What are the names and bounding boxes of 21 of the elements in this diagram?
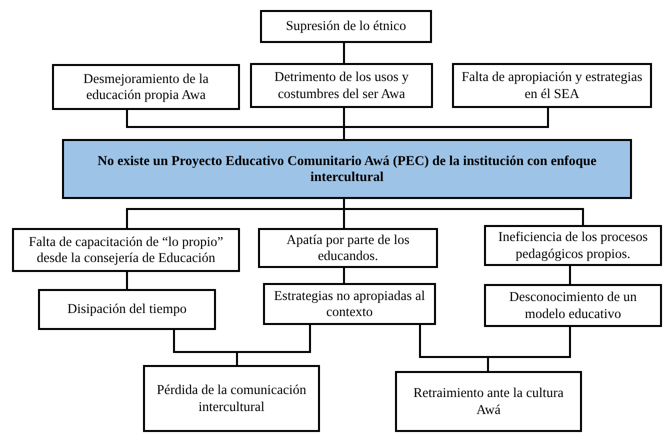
problem-box: Falta de apropiación y estrategias en él SEA <box>452 63 652 108</box>
connector-line <box>343 199 584 225</box>
problem-box: Desmejoramiento de la educación propia Awa <box>52 64 240 110</box>
connector-line <box>569 266 571 284</box>
connector-line <box>343 108 549 139</box>
connector-line <box>236 325 311 365</box>
problem-box: Detrimento de los usos y costumbres del ser Awa <box>250 63 433 108</box>
problem-box: Ineficiencia de los procesos pedagógicos propios. <box>484 225 662 266</box>
problem-box: Estrategias no apropiadas al contexto <box>263 283 436 325</box>
connector-line <box>126 272 128 289</box>
problem-box: Disipación del tiempo <box>38 289 216 330</box>
problem-box: Retraimiento ante la cultura Awá <box>395 371 582 432</box>
problem-box: Pérdida de la comunicación intercultural <box>143 365 320 432</box>
problem-box: Apatía por parte de los educandos. <box>258 228 438 268</box>
connector-line <box>343 268 345 283</box>
problem-box: Desconocimiento de un modelo educativo <box>484 284 662 327</box>
problem-box: Falta de capacitación de “lo propio” desde la consejería de Educación <box>12 228 240 272</box>
connector-line <box>343 43 345 63</box>
connector-line <box>487 327 571 371</box>
problem-box: Supresión de lo étnico <box>260 10 432 43</box>
central-problem-box: No existe un Proyecto Educativo Comunitario Awá (PEC) de la institución con enfoque intercultural <box>62 139 632 199</box>
